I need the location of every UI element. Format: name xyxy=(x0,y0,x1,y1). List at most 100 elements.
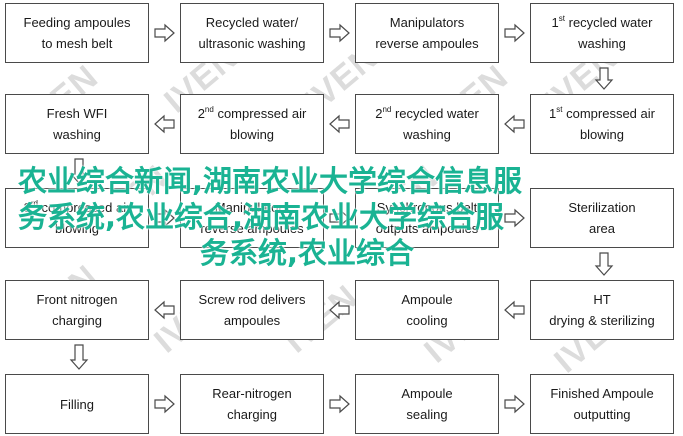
step-box: 1st recycled water washing xyxy=(530,3,674,63)
step-label-line: 3rd compressed air xyxy=(23,198,131,215)
step-box: Rear-nitrogen charging xyxy=(180,374,324,434)
step-label-line: 1st recycled water xyxy=(551,13,653,30)
step-label: Manipulators reverse ampoules xyxy=(200,197,303,239)
step-label-line: Recycled water/ xyxy=(205,15,299,30)
step-label: Ampoule cooling xyxy=(401,289,452,331)
step-box: Manipulators reverse ampoules xyxy=(180,188,324,248)
step-box: Filling xyxy=(5,374,149,434)
step-label-line: ultrasonic washing xyxy=(198,36,306,51)
step-box: Screw rod delivers ampoules xyxy=(180,280,324,340)
step-label-line: blowing xyxy=(54,221,100,236)
step-label: Screw rod delivers ampoules xyxy=(199,289,306,331)
step-box: 3rd compressed air blowing xyxy=(5,188,149,248)
step-box: Recycled water/ultrasonic washing xyxy=(180,3,324,63)
step-label-line: washing xyxy=(403,127,451,142)
step-label-line: Feeding ampoules xyxy=(23,15,131,30)
step-label-line: washing xyxy=(578,36,626,51)
step-box: Ampoule cooling xyxy=(355,280,499,340)
flow-arrow xyxy=(154,300,175,320)
step-box: HT drying & sterilizing xyxy=(530,280,674,340)
flow-arrow xyxy=(504,300,525,320)
overlay-line-1: 农业综合新闻,湖南农业大学综合信息服 xyxy=(18,164,523,198)
step-box: Ampoule sealing xyxy=(355,374,499,434)
flow-arrow xyxy=(594,252,614,276)
step-label: 2nd recycled water washing xyxy=(375,103,479,145)
step-label-line: cooling xyxy=(406,313,448,328)
step-label-line: blowing xyxy=(579,127,625,142)
step-label: 1st compressed air blowing xyxy=(549,103,655,145)
step-label-line: 1st compressed air xyxy=(549,104,655,121)
step-box: 1st compressed air blowing xyxy=(530,94,674,154)
step-label: 3rd compressed air blowing xyxy=(24,197,131,239)
step-label: Recycled water/ultrasonic washing xyxy=(199,12,306,54)
flow-arrow xyxy=(154,114,175,134)
step-label-line: drying & sterilizing xyxy=(549,313,655,328)
step-label-line: Rear-nitrogen xyxy=(212,386,292,401)
overlay-line-2: 务系统,农业综合,湖南农业大学综合服 xyxy=(18,200,505,234)
step-label-line: Synchronous belt xyxy=(376,200,478,215)
step-label-line: Finished Ampoule xyxy=(550,386,654,401)
flow-arrow xyxy=(329,300,350,320)
flow-arrow xyxy=(69,158,89,184)
flow-arrow xyxy=(329,208,350,228)
step-label: Fresh WFI washing xyxy=(47,103,108,145)
step-label: Rear-nitrogen charging xyxy=(212,383,292,425)
step-label-line: Fresh WFI xyxy=(46,106,108,121)
flow-arrow xyxy=(594,67,614,90)
step-label-line: Manipulators xyxy=(389,15,465,30)
flow-arrow xyxy=(69,344,89,370)
step-label-line: sealing xyxy=(406,407,448,422)
flow-arrow xyxy=(154,208,175,228)
overlay-caption: 农业综合新闻,湖南农业大学综合信息服 务系统,农业综合,湖南农业大学综合服 务系… xyxy=(18,163,668,271)
step-box: Synchronous belt outputs ampoules xyxy=(355,188,499,248)
flow-arrow xyxy=(154,394,175,414)
step-label: Finished Ampoule outputting xyxy=(550,383,653,425)
step-label-line: washing xyxy=(53,127,101,142)
step-label: Sterilization area xyxy=(568,197,635,239)
step-label-line: reverse ampoules xyxy=(200,221,304,236)
flow-arrow xyxy=(329,394,350,414)
flow-arrow xyxy=(329,23,350,43)
step-label-line: Filling xyxy=(60,396,94,412)
step-box: Manipulators reverse ampoules xyxy=(355,3,499,63)
step-label-line: outputting xyxy=(573,407,631,422)
flow-arrow xyxy=(504,208,525,228)
flow-arrow xyxy=(329,114,350,134)
step-box: Finished Ampoule outputting xyxy=(530,374,674,434)
step-label-line: HT xyxy=(593,292,611,307)
step-label-line: Screw rod delivers xyxy=(198,292,306,307)
step-label-line: outputs ampoules xyxy=(375,221,479,236)
step-label: Front nitrogen charging xyxy=(37,289,118,331)
overlay-line-3: 务系统,农业综合 xyxy=(200,236,415,270)
step-label-line: charging xyxy=(227,407,277,422)
step-label-line: Manipulators xyxy=(214,200,290,215)
step-label-line: reverse ampoules xyxy=(375,36,479,51)
step-label-line: Ampoule xyxy=(401,386,453,401)
step-label-line: charging xyxy=(52,313,102,328)
flow-arrow xyxy=(504,114,525,134)
step-label-line: Sterilization xyxy=(568,200,636,215)
step-label-line: area xyxy=(588,221,615,236)
step-label-line: Ampoule xyxy=(401,292,453,307)
step-box: Fresh WFI washing xyxy=(5,94,149,154)
flow-arrow xyxy=(504,394,525,414)
step-label-line: Front nitrogen xyxy=(36,292,118,307)
step-box: 2nd recycled water washing xyxy=(355,94,499,154)
flow-arrow xyxy=(504,23,525,43)
step-label: 1st recycled water washing xyxy=(552,12,653,54)
step-label-line: 2nd compressed air xyxy=(197,104,307,121)
step-box: Front nitrogen charging xyxy=(5,280,149,340)
step-box: Sterilization area xyxy=(530,188,674,248)
step-label: HT drying & sterilizing xyxy=(549,289,655,331)
flow-arrow xyxy=(154,23,175,43)
step-label-line: 2nd recycled water xyxy=(375,104,479,121)
step-label: Manipulators reverse ampoules xyxy=(375,12,478,54)
step-label-line: ampoules xyxy=(223,313,281,328)
step-label: Ampoule sealing xyxy=(401,383,452,425)
